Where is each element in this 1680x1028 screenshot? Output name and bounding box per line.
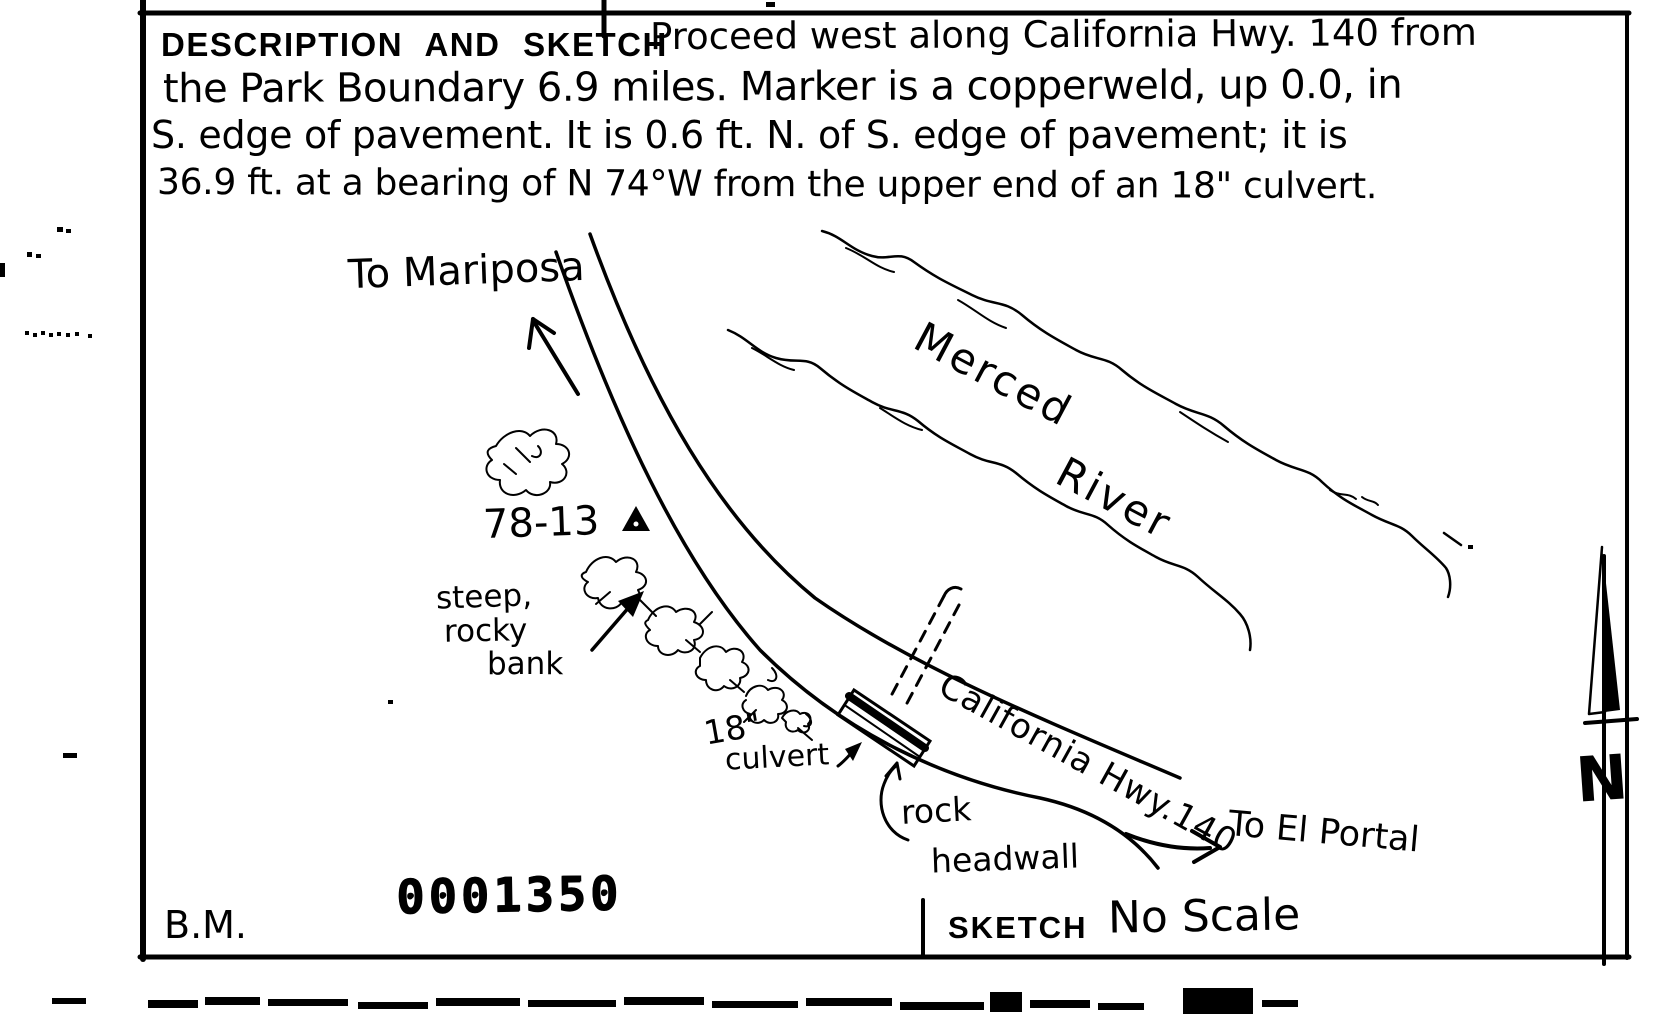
north-arrow-letter: N (1573, 740, 1631, 817)
sketch-cell-label: SKETCH (948, 910, 1088, 945)
highway-road-lines (554, 232, 1182, 870)
section-header-label: DESCRIPTION AND SKETCH (161, 26, 668, 63)
culvert-pointer-arrow (836, 742, 862, 768)
river-stray-squiggle (1329, 489, 1379, 506)
to-mariposa-label: To Mariposa (347, 243, 586, 299)
stamp-serial-number: 0001350 (395, 866, 623, 925)
headwall-label-line-2: headwall (930, 836, 1080, 881)
scan-stray-dash (1442, 531, 1463, 547)
bm-label: B.M. (164, 903, 248, 947)
description-line-1: Proceed west along California Hwy. 140 f… (649, 10, 1477, 59)
culvert-drawing (835, 585, 963, 769)
no-scale-note: No Scale (1107, 889, 1301, 944)
form-border-frame (137, 0, 1632, 962)
el-portal-direction-arrow (1124, 829, 1222, 864)
description-line-4: 36.9 ft. at a bearing of N 74°W from the… (156, 161, 1378, 208)
scan-noise-row (52, 988, 1298, 1014)
benchmark-designation-label: 78-13 (482, 497, 601, 549)
bank-note-line-3: bank (487, 646, 564, 682)
bank-note-line-1: steep, (435, 577, 533, 617)
description-line-2: the Park Boundary 6.9 miles. Marker is a… (162, 61, 1403, 113)
culvert-word-label: culvert (724, 737, 830, 778)
headwall-label-line-1: rock (899, 789, 973, 832)
headwall-pointer-arrow (879, 761, 910, 842)
river-lines (726, 229, 1452, 652)
description-line-3: S. edge of pavement. It is 0.6 ft. N. of… (151, 113, 1348, 157)
scan-artifacts (0, 2, 1473, 758)
bank-pointer-arrow (590, 591, 644, 652)
north-arrow-icon (1583, 545, 1639, 966)
benchmark-triangle-marker (622, 506, 650, 531)
mariposa-direction-arrow (527, 317, 580, 396)
bank-note-line-2: rocky (443, 612, 528, 650)
